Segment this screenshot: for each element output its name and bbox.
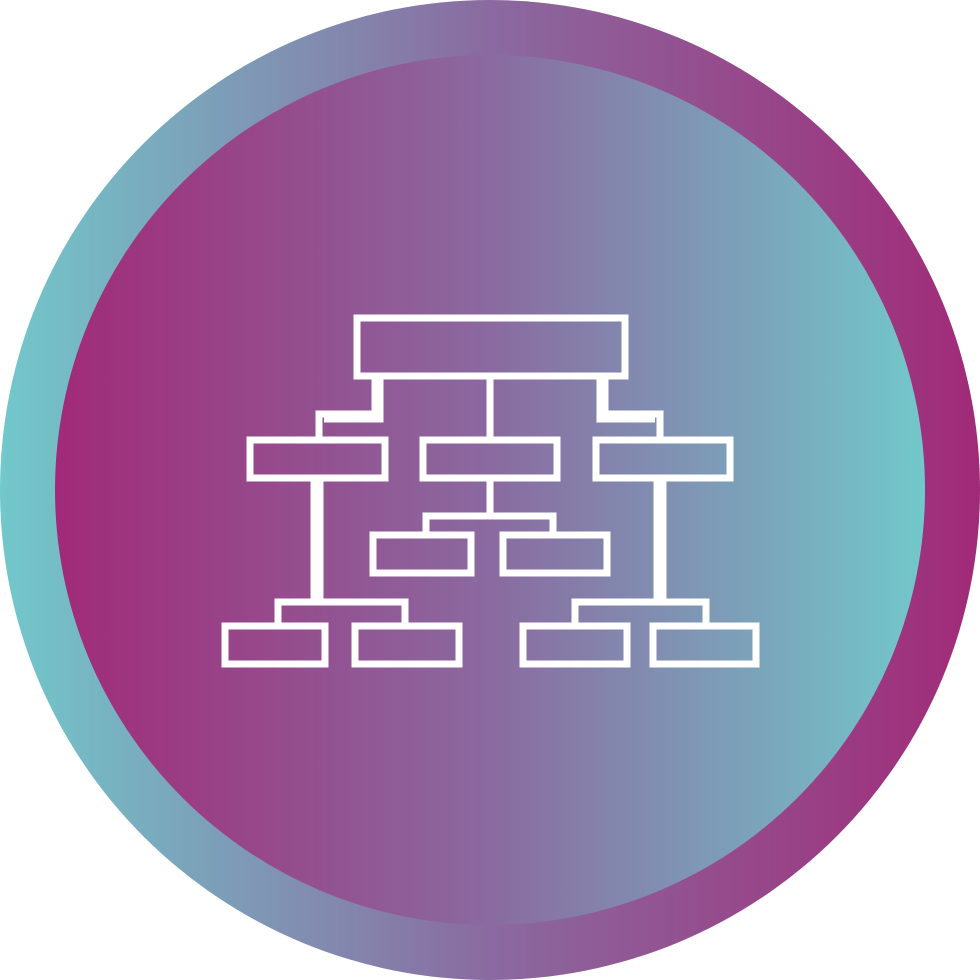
level4-leftmost-box [221, 622, 329, 668]
org-chart-icon [221, 314, 760, 668]
connector-top-right [601, 376, 664, 440]
connector-left-bar [274, 598, 409, 626]
connector-top-left [315, 376, 379, 440]
connector-right-bar [571, 598, 710, 626]
connector-top-right-inner [596, 376, 655, 423]
connector-top-left-inner [324, 376, 384, 423]
level3-right-box [499, 531, 611, 577]
level4-left-box [351, 622, 463, 668]
level3-left-box [369, 531, 475, 577]
connector-middle-bar [422, 512, 557, 535]
level4-rightmost-box [649, 622, 760, 668]
level4-right-box [519, 622, 631, 668]
